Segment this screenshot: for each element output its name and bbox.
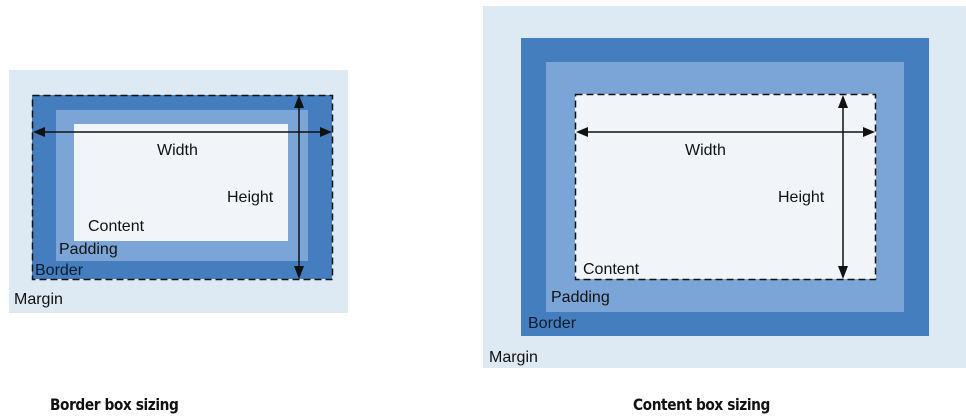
width-arrow-right-head [320, 127, 332, 137]
dashed-outline [31, 94, 334, 281]
border-label: Border [528, 315, 577, 332]
width-arrow-left-head [576, 127, 588, 137]
content-area [74, 124, 288, 241]
width-arrow-right-head [863, 127, 875, 137]
content-label: Content [583, 261, 640, 278]
height-arrow-bottom-head [838, 266, 848, 279]
width-label: Width [685, 142, 726, 159]
content-box-caption: Content box sizing [633, 395, 770, 414]
height-label: Height [778, 189, 825, 206]
height-arrow-top-head [838, 95, 848, 108]
margin-label: Margin [14, 291, 63, 308]
border-box-caption: Border box sizing [50, 395, 179, 414]
margin-label: Margin [489, 349, 538, 366]
height-label: Height [227, 189, 274, 206]
height-arrow-bottom-head [294, 266, 304, 279]
width-label: Width [157, 142, 198, 159]
border-label: Border [35, 262, 84, 279]
padding-label: Padding [59, 241, 118, 258]
padding-label: Padding [551, 289, 610, 306]
dashed-outline [574, 93, 877, 281]
content-area [575, 94, 876, 279]
width-arrow-left-head [33, 127, 45, 137]
content-label: Content [88, 218, 145, 235]
height-arrow-top-head [294, 95, 304, 108]
